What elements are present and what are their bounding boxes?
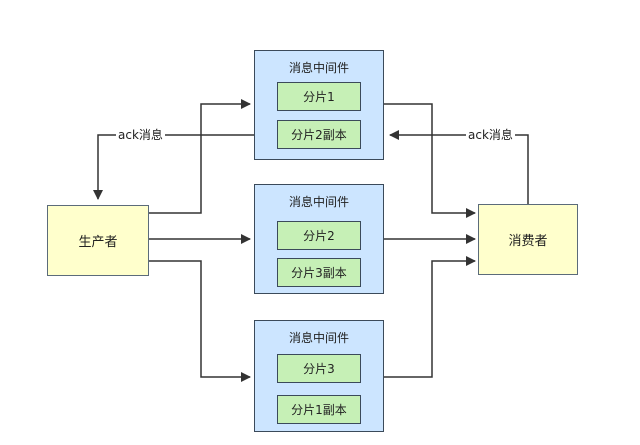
- producer-label: 生产者: [78, 235, 118, 250]
- arrow-ack-to-producer: [93, 134, 254, 200]
- shard-replica: 分片1副本: [277, 395, 361, 424]
- arrow-ack-from-consumer: [389, 130, 529, 204]
- shard-replica: 分片2副本: [277, 120, 361, 149]
- arrow-producer-to-mw3: [149, 260, 251, 382]
- ack-label-producer: ack消息: [116, 128, 165, 142]
- middleware-title: 消息中间件: [288, 195, 349, 209]
- arrow-mw1-to-consumer: [384, 103, 476, 218]
- ack-label-consumer: ack消息: [466, 128, 515, 142]
- producer-node: 生产者: [47, 205, 149, 276]
- middleware-title: 消息中间件: [288, 61, 349, 75]
- middleware-3: 消息中间件 分片3 分片1副本: [254, 320, 384, 432]
- shard-replica: 分片3副本: [277, 258, 361, 287]
- arrow-mw3-to-consumer: [384, 256, 476, 378]
- arrow-producer-to-mw1: [149, 99, 251, 214]
- middleware-2: 消息中间件 分片2 分片3副本: [254, 184, 384, 294]
- shard-primary: 分片3: [277, 354, 361, 383]
- middleware-1: 消息中间件 分片1 分片2副本: [254, 50, 384, 160]
- shard-primary: 分片2: [277, 221, 361, 250]
- middleware-title: 消息中间件: [288, 331, 349, 345]
- consumer-node: 消费者: [478, 204, 578, 275]
- consumer-label: 消费者: [508, 234, 548, 249]
- shard-primary: 分片1: [277, 82, 361, 111]
